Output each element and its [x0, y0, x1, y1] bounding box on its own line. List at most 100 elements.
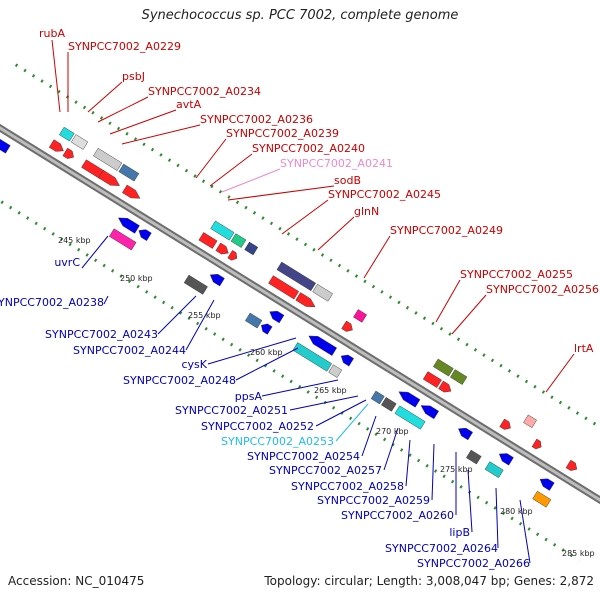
gene-feature: [93, 147, 123, 171]
gene-label-cysK: cysK: [181, 358, 207, 371]
tick-label: 275 kbp: [440, 465, 473, 474]
label-leader: [51, 39, 61, 113]
gene-feature: [328, 364, 343, 378]
gene-label-glnN: glnN: [354, 205, 379, 218]
gene-label: SYNPCC7002_A0236: [200, 113, 313, 126]
gene-label: SYNPCC7002_A0253: [221, 435, 334, 448]
gene-feature: [48, 139, 64, 152]
gene-feature: [183, 274, 208, 295]
gene-label: SYNPCC7002_A0264: [385, 542, 498, 555]
label-leader: [221, 168, 281, 193]
label-leader: [121, 124, 201, 145]
gene-label: SYNPCC7002_A0243: [45, 328, 158, 341]
label-leader: [207, 337, 297, 365]
label-leader: [467, 469, 473, 533]
gene-feature: [292, 342, 332, 372]
gene-label: SYNPCC7002_A0244: [73, 344, 186, 357]
gene-label: SYNPCC7002_A0254: [247, 450, 360, 463]
gene-feature: [398, 391, 421, 408]
gene-feature: [498, 453, 514, 466]
tick-label: 245 kbp: [58, 236, 91, 245]
gene-feature: [438, 380, 452, 393]
gene-feature: [70, 134, 89, 150]
gene-label: SYNPCC7002_A0252: [201, 420, 314, 433]
gene-feature: [531, 438, 542, 450]
gene-feature: [118, 163, 140, 182]
gene-feature: [244, 241, 259, 256]
gene-feature: [340, 354, 354, 367]
gene-label: SYNPCC7002_A0258: [291, 480, 404, 493]
gene-feature: [295, 292, 316, 308]
gene-feature: [261, 323, 273, 335]
label-leader: [227, 185, 335, 201]
gene-feature: [268, 275, 300, 300]
gene-label-rubA: rubA: [39, 27, 65, 40]
gene-feature: [209, 274, 225, 287]
tick-label: 285 kbp: [562, 549, 595, 558]
gene-feature: [210, 220, 235, 241]
label-leader: [519, 499, 531, 564]
gene-feature: [198, 232, 218, 249]
label-leader: [431, 443, 435, 501]
gene-label: SYNPCC7002_A0255: [460, 268, 573, 281]
gene-feature: [433, 358, 454, 377]
map-title: Synechococcus sp. PCC 7002, complete gen…: [141, 8, 459, 23]
label-leader: [87, 81, 123, 113]
gene-feature: [59, 126, 75, 142]
gene-label: SYNPCC7002_A0248: [123, 374, 236, 387]
tick-label: 255 kbp: [188, 311, 221, 320]
label-leader: [81, 235, 109, 269]
gene-label-ppsA: ppsA: [235, 390, 263, 403]
gene-label: SYNPCC7002_A0259: [317, 494, 430, 507]
gene-label: SYNPCC7002_A0251: [175, 404, 288, 417]
gene-labels: rubASYNPCC7002_A0229psbJSYNPCC7002_A0234…: [0, 27, 599, 570]
label-leaders: [51, 39, 575, 564]
label-leader: [545, 353, 575, 393]
gene-feature: [308, 335, 337, 356]
label-leader: [451, 294, 487, 335]
gene-label: SYNPCC7002_A0257: [269, 464, 382, 477]
label-leader: [185, 299, 215, 351]
label-leader: [435, 279, 461, 323]
label-leader: [405, 439, 411, 487]
gene-feature: [539, 478, 555, 491]
gene-feature: [276, 261, 316, 292]
gene-label: SYNPCC7002_A0241: [280, 157, 393, 170]
label-leader: [109, 109, 177, 135]
label-leader: [383, 427, 399, 471]
gene-label: SYNPCC7002_A0266: [417, 557, 530, 570]
gene-feature: [312, 283, 333, 302]
gene-label-psbJ: psbJ: [122, 70, 145, 83]
gene-feature: [458, 427, 473, 441]
gene-feature: [381, 397, 397, 412]
genome-stats-text: Topology: circular; Length: 3,008,047 bp…: [264, 574, 594, 588]
gene-feature: [122, 184, 141, 199]
gene-label: SYNPCC7002_A0249: [390, 224, 503, 237]
gene-feature: [394, 405, 426, 430]
backbone-inner: [0, 126, 600, 502]
gene-label: SYNPCC7002_A0260: [341, 509, 454, 522]
gene-feature: [230, 233, 247, 248]
gene-feature: [450, 369, 468, 385]
gene-feature: [420, 405, 439, 420]
gene-feature: [118, 217, 140, 234]
label-leader: [317, 216, 355, 251]
gene-feature: [269, 310, 285, 324]
gene-label-avtA: avtA: [176, 98, 202, 111]
gene-label: SYNPCC7002_A0245: [328, 188, 441, 201]
label-leader: [361, 415, 377, 457]
gene-label: SYNPCC7002_A0239: [226, 127, 339, 140]
gene-feature: [353, 309, 367, 323]
gene-feature: [0, 136, 11, 154]
label-leader: [157, 295, 197, 335]
gene-feature: [523, 414, 537, 429]
gene-feature: [109, 228, 137, 251]
gene-feature: [138, 229, 152, 241]
gene-feature: [98, 169, 120, 186]
gene-feature: [215, 242, 229, 255]
gene-feature: [370, 390, 385, 405]
label-leader: [261, 379, 339, 397]
label-leader: [363, 235, 391, 279]
gene-label: SYNPCC7002_A0256: [486, 283, 599, 296]
